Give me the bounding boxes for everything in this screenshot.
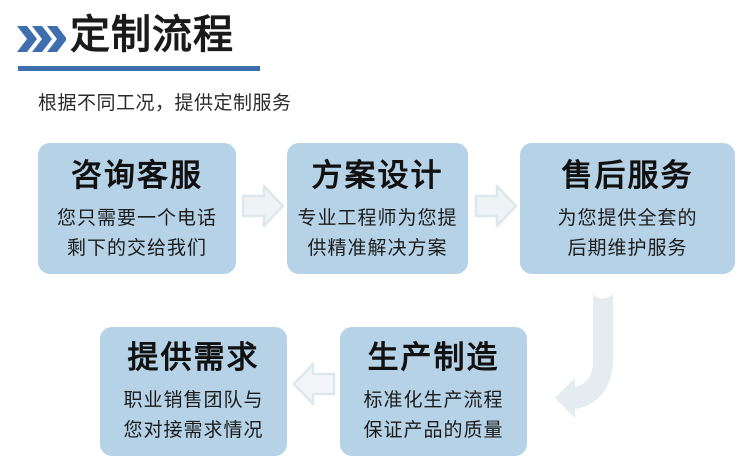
arrow-left-icon	[291, 360, 337, 408]
step-title: 方案设计	[311, 158, 444, 193]
step-desc-line: 专业工程师为您提	[297, 208, 458, 229]
step-desc-line: 您对接需求情况	[123, 420, 264, 441]
page-header: 定制流程	[0, 0, 750, 80]
step-desc-line: 为您提供全套的	[557, 208, 698, 229]
title-underline	[18, 66, 260, 71]
step-title: 咨询客服	[71, 158, 203, 193]
process-step-demand: 提供需求 职业销售团队与 您对接需求情况	[100, 327, 287, 456]
step-desc-line: 后期维护服务	[567, 238, 688, 259]
step-description: 为您提供全套的 后期维护服务	[520, 204, 735, 264]
process-step-aftersale: 售后服务 为您提供全套的 后期维护服务	[520, 143, 735, 274]
arrow-right-icon	[240, 182, 286, 230]
step-description: 专业工程师为您提 供精准解决方案	[287, 204, 468, 264]
page-title: 定制流程	[70, 13, 234, 57]
page-subtitle: 根据不同工况，提供定制服务	[38, 93, 292, 114]
step-desc-line: 职业销售团队与	[123, 390, 264, 411]
process-step-produce: 生产制造 标准化生产流程 保证产品的质量	[340, 327, 527, 456]
step-desc-line: 供精准解决方案	[307, 238, 448, 259]
step-title: 生产制造	[367, 340, 500, 375]
triple-chevron-right-icon	[16, 24, 67, 54]
process-step-consult: 咨询客服 您只需要一个电话 剩下的交给我们	[38, 143, 236, 274]
process-step-design: 方案设计 专业工程师为您提 供精准解决方案	[287, 143, 468, 274]
step-title: 提供需求	[127, 340, 260, 375]
step-desc-line: 标准化生产流程	[363, 390, 504, 411]
step-desc-line: 您只需要一个电话	[56, 208, 217, 229]
arrow-right-icon	[473, 182, 519, 230]
step-description: 标准化生产流程 保证产品的质量	[340, 386, 527, 446]
step-desc-line: 剩下的交给我们	[66, 238, 207, 259]
step-description: 职业销售团队与 您对接需求情况	[100, 386, 287, 446]
step-desc-line: 保证产品的质量	[363, 420, 504, 441]
step-title: 售后服务	[561, 158, 694, 193]
step-description: 您只需要一个电话 剩下的交给我们	[38, 204, 236, 264]
arrow-curved-down-left-icon	[553, 288, 641, 418]
